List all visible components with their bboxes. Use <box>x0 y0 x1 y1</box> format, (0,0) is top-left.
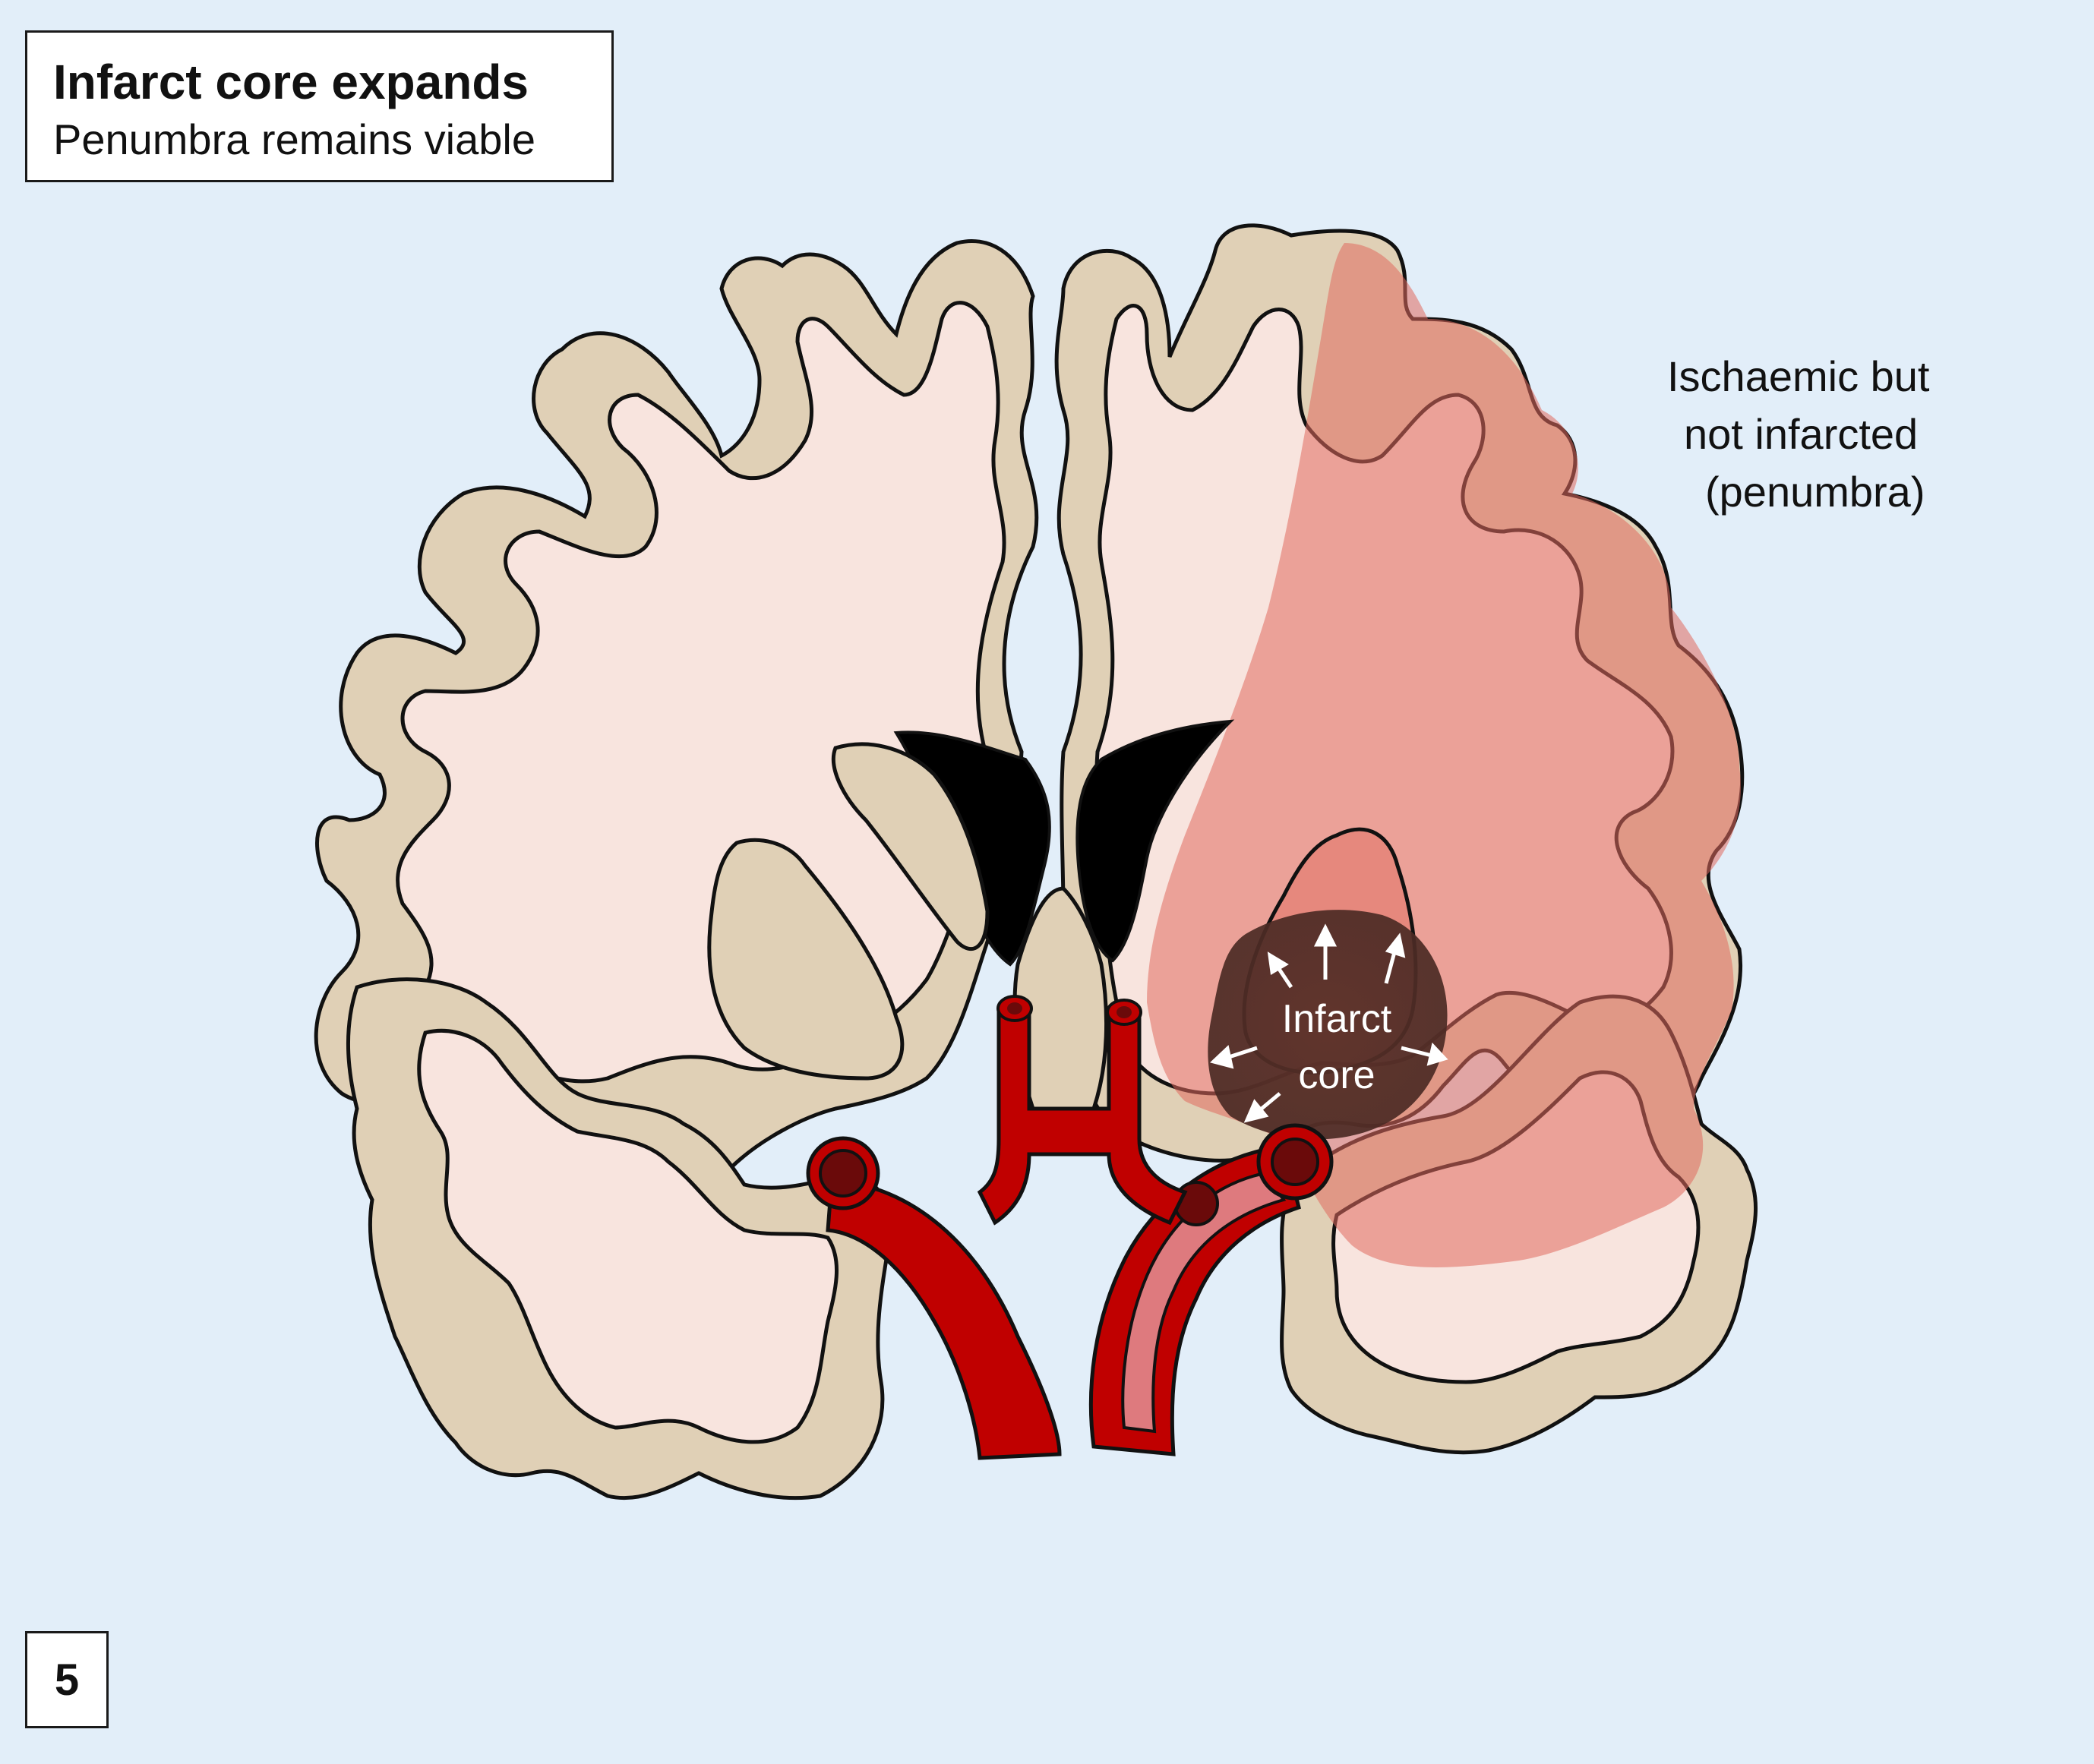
arteries <box>806 995 1334 1460</box>
penumbra-label-line2: not infarcted <box>1684 410 1919 458</box>
diagram-subtitle: Penumbra remains viable <box>53 115 535 163</box>
penumbra-label-line1: Ischaemic but <box>1667 352 1930 400</box>
left-internal-carotid <box>826 1179 1062 1460</box>
step-number-badge: 5 <box>25 1631 109 1728</box>
infarct-core <box>1208 910 1448 1140</box>
arrow-left <box>1210 1045 1258 1069</box>
arrow-right <box>1401 1042 1448 1066</box>
core-label-line1: Infarct <box>1281 997 1392 1041</box>
core-label-line2: core <box>1298 1053 1375 1097</box>
left-temporal-lobe <box>346 977 892 1501</box>
arrow-up-right <box>1384 932 1406 984</box>
arrow-up-left <box>1267 951 1293 989</box>
infarct-core-label: Infarct core <box>1253 991 1420 1103</box>
left-lentiform <box>707 838 905 1081</box>
penumbra-annotation: Ischaemic but not infarcted (penumbra) <box>1667 348 1930 521</box>
left-caudate <box>831 742 990 951</box>
thrombus <box>1173 1181 1219 1226</box>
left-white-matter <box>396 301 1006 1084</box>
expansion-arrows <box>1210 923 1448 1123</box>
left-anterior-cerebral <box>977 1008 1188 1226</box>
penumbra-label-line3: (penumbra) <box>1705 468 1925 516</box>
arrow-up <box>1313 923 1338 980</box>
title-panel: Infarct core expands Penumbra remains vi… <box>25 30 614 182</box>
arrow-down-left <box>1243 1092 1281 1123</box>
diagram-title: Infarct core expands <box>53 55 529 109</box>
